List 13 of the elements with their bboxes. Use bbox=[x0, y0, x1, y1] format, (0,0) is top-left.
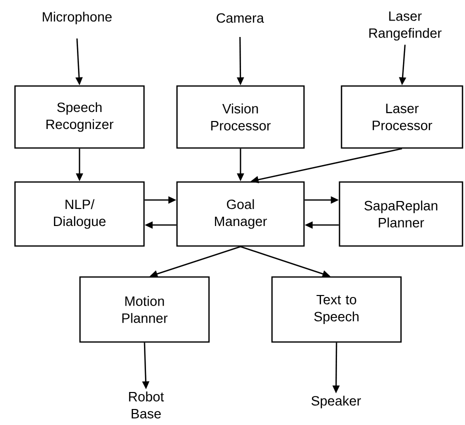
process-box: Text to Speech bbox=[271, 276, 402, 343]
source-label: Camera bbox=[216, 13, 264, 23]
source-label: Laser Rangefinder bbox=[369, 11, 442, 41]
process-box: SapaReplan Planner bbox=[338, 181, 464, 247]
output-label: Speaker bbox=[311, 396, 361, 408]
process-box: Speech Recognizer bbox=[14, 85, 145, 149]
process-box: Motion Planner bbox=[79, 276, 210, 343]
process-box: Laser Processor bbox=[340, 85, 464, 149]
process-box: Goal Manager bbox=[176, 181, 305, 247]
process-box: NLP/ Dialogue bbox=[14, 181, 145, 247]
output-label: Robot Base bbox=[129, 392, 164, 418]
process-box: Vision Processor bbox=[176, 85, 305, 149]
source-label: Microphone bbox=[42, 12, 112, 24]
